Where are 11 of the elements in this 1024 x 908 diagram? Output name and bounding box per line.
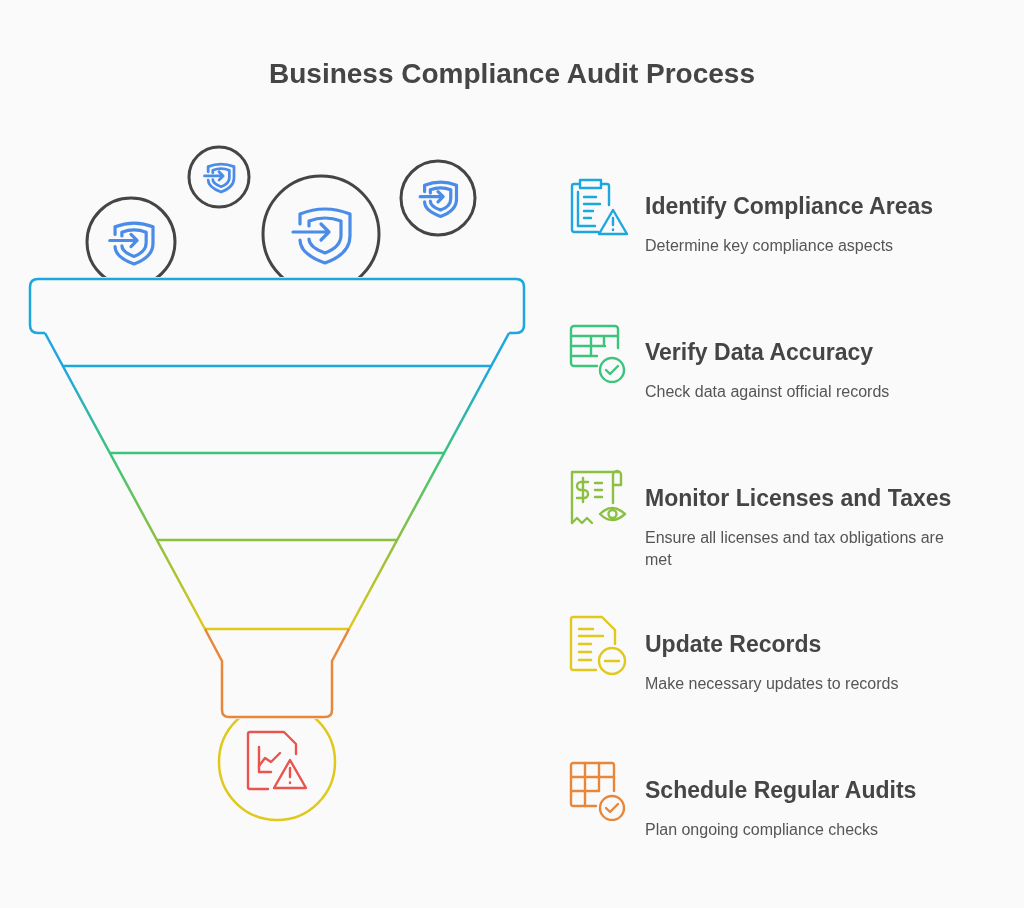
step-description: Determine key compliance aspects xyxy=(645,236,895,256)
step-description: Plan ongoing compliance checks xyxy=(645,820,880,840)
step-heading: Monitor Licenses and Taxes xyxy=(645,484,953,512)
step-heading: Update Records xyxy=(645,630,823,658)
step-description: Make necessary updates to records xyxy=(645,674,900,694)
diagram-title: Business Compliance Audit Process xyxy=(269,57,755,91)
step-description: Ensure all licenses and tax obligations are met xyxy=(645,528,945,570)
step-heading: Identify Compliance Areas xyxy=(645,192,934,220)
step-description: Check data against official records xyxy=(645,382,891,402)
step-heading: Schedule Regular Audits xyxy=(645,776,918,804)
step-heading: Verify Data Accuracy xyxy=(645,338,874,366)
